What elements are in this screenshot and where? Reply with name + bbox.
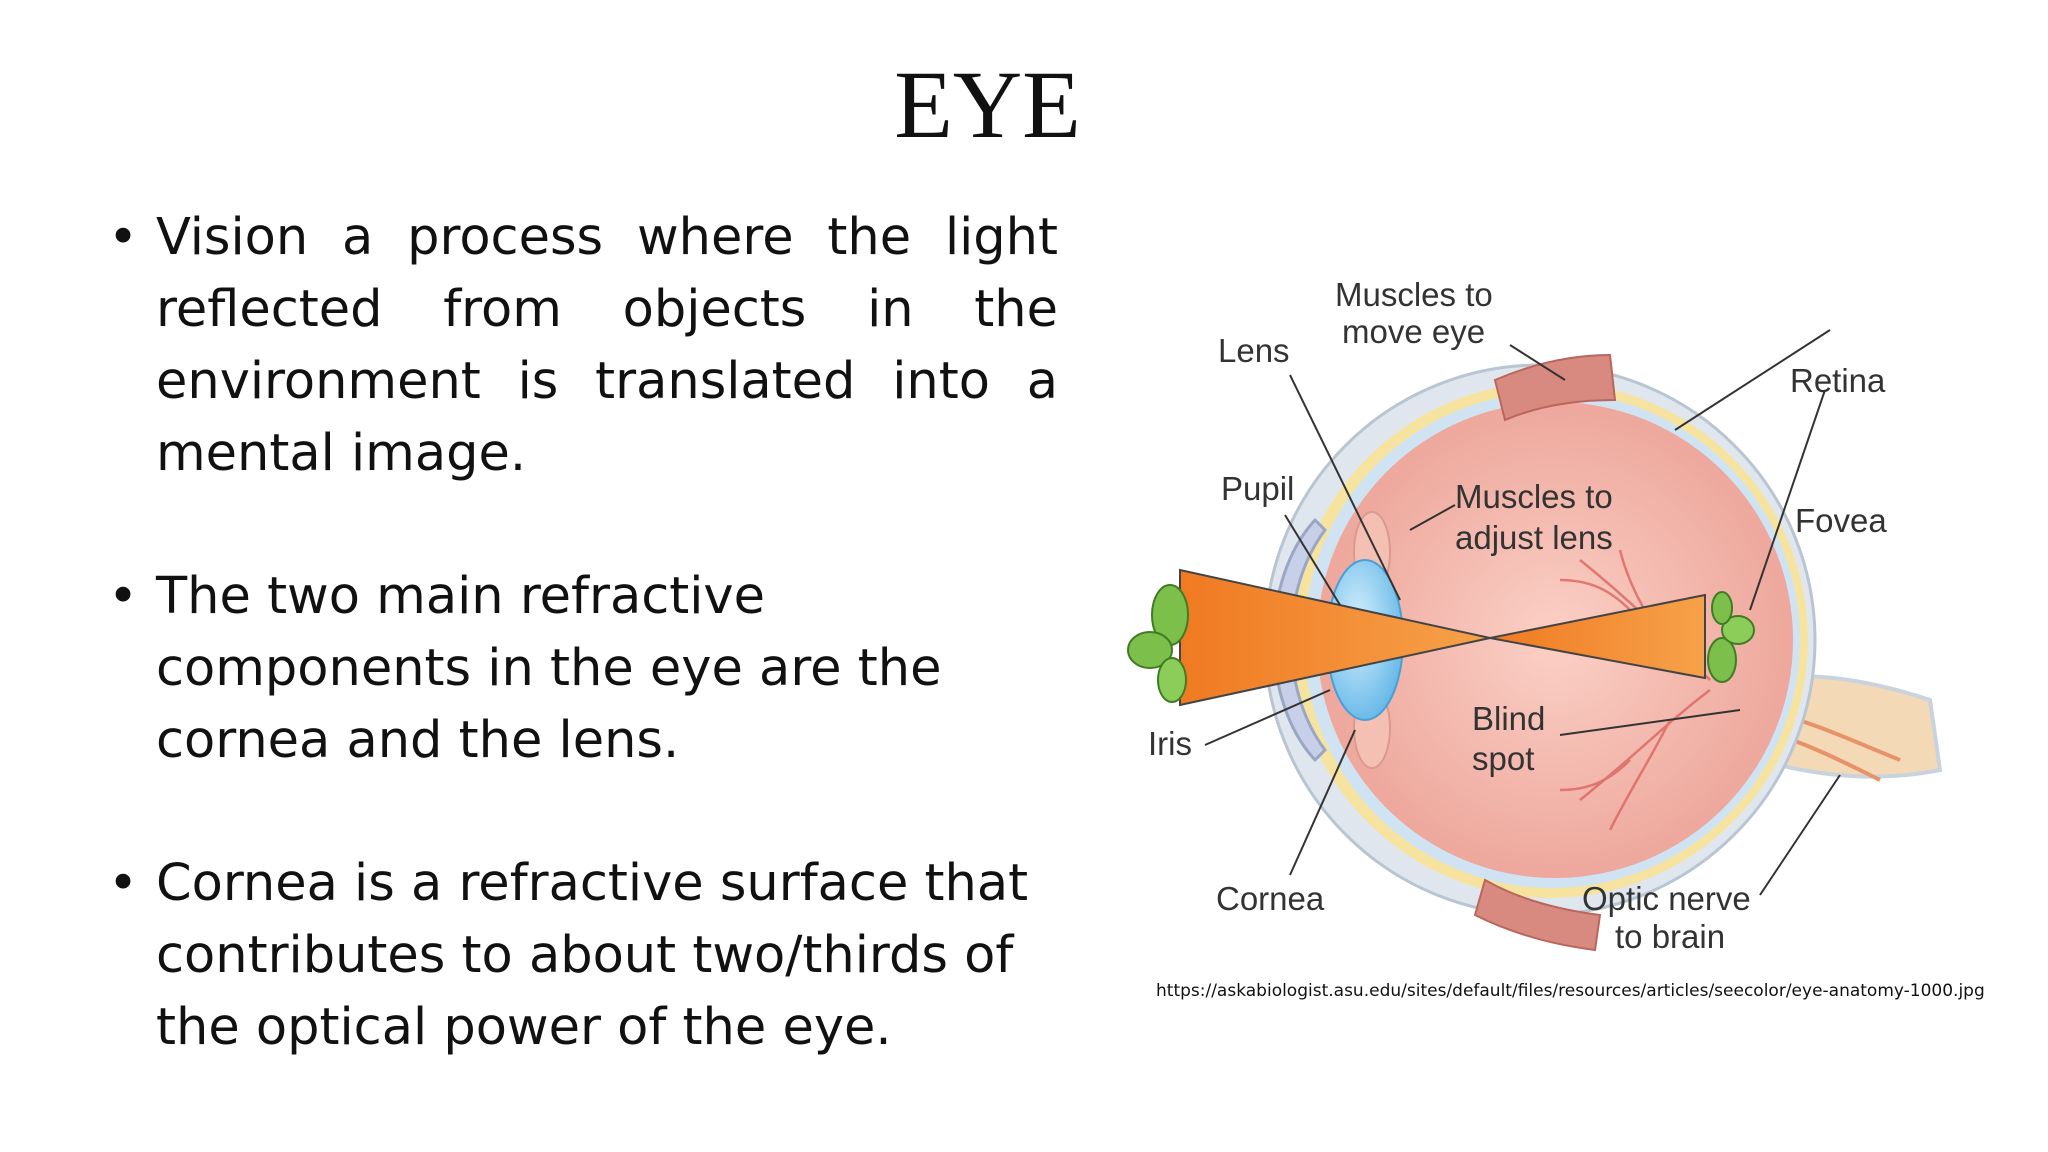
image-source-url: https://askabiologist.asu.edu/sites/defa… — [1156, 981, 1985, 1001]
label-muscles-move-line2: move eye — [1342, 313, 1485, 350]
label-pupil: Pupil — [1221, 470, 1294, 507]
label-retina: Retina — [1790, 362, 1886, 399]
bullet-list: • Vision a process where the light refle… — [108, 202, 1058, 1135]
label-cornea: Cornea — [1216, 880, 1325, 917]
object-plant-icon — [1127, 584, 1189, 703]
bullet-text: Vision a process where the light reflect… — [156, 208, 1058, 483]
leader-lines — [1204, 329, 1841, 896]
slide-title: EYE — [894, 51, 1081, 158]
eye-muscle-bottom — [1473, 878, 1602, 952]
label-iris: Iris — [1148, 725, 1192, 762]
label-muscles-adjust-line2: adjust lens — [1455, 519, 1613, 556]
bullet-dot: • — [108, 208, 139, 267]
label-muscles-move-line1: Muscles to — [1335, 276, 1493, 313]
label-optic-line2: to brain — [1615, 918, 1725, 955]
eye-muscle-top — [1493, 353, 1617, 422]
label-fovea: Fovea — [1795, 502, 1887, 539]
label-muscles-adjust-line1: Muscles to — [1455, 478, 1613, 515]
eye-anatomy-diagram: Muscles to move eye Lens Retina Pupil Mu… — [1127, 276, 1943, 955]
bullet-dot: • — [108, 854, 139, 913]
bullet-item: • Cornea is a refractive surface that co… — [108, 848, 1058, 1064]
bullet-text: The two main refractive components in th… — [156, 567, 942, 770]
bullet-item: • The two main refractive components in … — [108, 561, 1058, 777]
light-ray-cone-right — [1489, 593, 1706, 680]
bullet-item: • Vision a process where the light refle… — [108, 202, 1058, 490]
bullet-text: Cornea is a refractive surface that cont… — [156, 854, 1029, 1057]
label-lens: Lens — [1218, 332, 1290, 369]
label-blind-line1: Blind — [1472, 700, 1545, 737]
label-optic-line1: Optic nerve — [1582, 880, 1751, 917]
bullet-dot: • — [108, 567, 139, 626]
label-blind-line2: spot — [1472, 740, 1534, 777]
retinal-image-plant-icon — [1707, 591, 1755, 683]
